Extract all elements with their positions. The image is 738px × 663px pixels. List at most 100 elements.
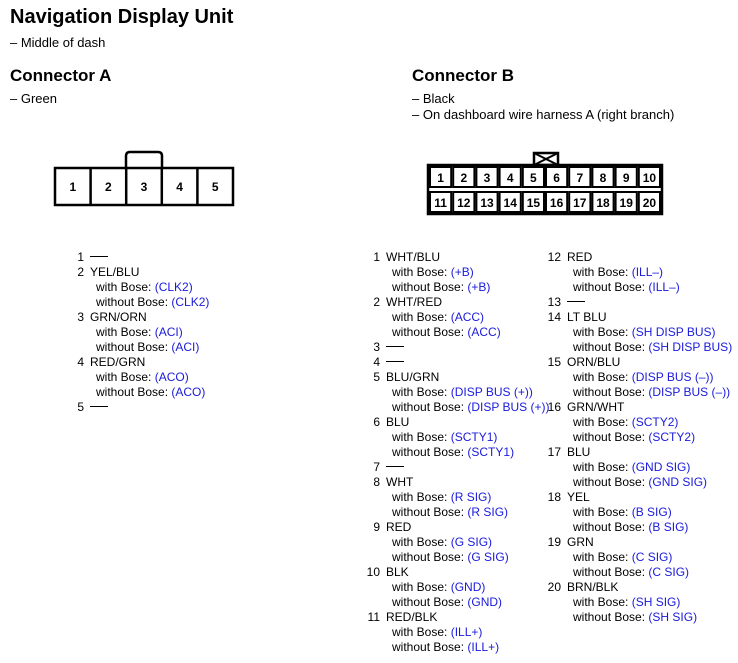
pin-number: 3	[77, 310, 84, 324]
signal-name: (ILL–)	[631, 265, 664, 279]
connector-b-cell	[498, 191, 522, 213]
unused-pin-dash	[386, 466, 404, 468]
signal-name: (SH SIG)	[631, 595, 681, 609]
signal-name: (CLK2)	[154, 280, 193, 294]
bose-variant-label: with Bose:	[96, 370, 152, 384]
signal-name: (ACC)	[467, 325, 501, 339]
signal-name: (DISP BUS (+))	[467, 400, 550, 414]
signal-name: (DISP BUS (–))	[648, 385, 731, 399]
page-title: Navigation Display Unit	[10, 6, 234, 28]
connector-b-cell	[545, 191, 569, 213]
wire-color: BLU/GRN	[386, 370, 440, 384]
connector-b-cell	[521, 166, 546, 188]
signal-name: (SCTY1)	[450, 430, 498, 444]
bose-variant-label: with Bose:	[573, 325, 629, 339]
connector-b-pin: 19	[620, 196, 634, 210]
bose-variant-label: with Bose:	[392, 490, 448, 504]
connector-b-cell	[475, 191, 499, 213]
bose-variant-label: with Bose:	[392, 265, 448, 279]
pin-number: 5	[77, 400, 84, 414]
connector-b-pin: 14	[504, 196, 518, 210]
bose-variant-label: with Bose:	[573, 265, 629, 279]
pin-number: 10	[366, 565, 380, 579]
wire-color: RED	[386, 520, 412, 534]
connector-b-pin: 13	[480, 196, 494, 210]
wire-color: YEL/BLU	[90, 265, 140, 279]
pin-number: 5	[373, 370, 380, 384]
bose-variant-label: with Bose:	[392, 310, 448, 324]
pin-entry: 7	[358, 460, 550, 475]
bose-variant-label: with Bose:	[573, 370, 629, 384]
bose-variant-label: with Bose:	[573, 505, 629, 519]
bose-variant-label: with Bose:	[392, 580, 448, 594]
connector-b-pin: 7	[576, 171, 583, 185]
signal-name: (G SIG)	[467, 550, 509, 564]
connector-b-pin: 9	[623, 171, 630, 185]
wire-color: BLU	[567, 445, 591, 459]
bose-variant-label: with Bose:	[96, 280, 152, 294]
wire-color: GRN	[567, 535, 594, 549]
connector-b-pin: 16	[550, 196, 564, 210]
signal-name: (C SIG)	[648, 565, 690, 579]
wire-color: BLK	[386, 565, 409, 579]
connector-b-pin: 5	[530, 171, 537, 185]
connector-b-cell	[568, 191, 592, 213]
pin-entry: 4	[358, 355, 550, 370]
signal-name: (ACO)	[171, 385, 206, 399]
bose-variant-label: without Bose:	[392, 505, 465, 519]
page-subtitle: – Middle of dash	[10, 35, 106, 50]
connector-b-cell	[614, 191, 638, 213]
pin-entry: 5	[62, 400, 209, 415]
signal-name: (SCTY2)	[648, 430, 696, 444]
connector-b-cell	[637, 166, 662, 188]
connector-b-cell	[452, 166, 476, 188]
signal-name: (ACI)	[171, 340, 200, 354]
bose-variant-label: without Bose:	[392, 640, 465, 654]
bose-variant-label: without Bose:	[392, 445, 465, 459]
bose-variant-label: with Bose:	[573, 550, 629, 564]
pin-number: 14	[547, 310, 561, 324]
wire-color: BLU	[386, 415, 410, 429]
bose-variant-label: without Bose:	[573, 385, 646, 399]
pin-number: 7	[373, 460, 380, 474]
wire-color: WHT/RED	[386, 295, 442, 309]
signal-name: (GND SIG)	[631, 460, 691, 474]
bose-variant-label: without Bose:	[573, 340, 646, 354]
signal-name: (ILL–)	[648, 280, 680, 294]
wire-color: LT BLU	[567, 310, 607, 324]
bose-variant-label: with Bose:	[392, 385, 448, 399]
signal-name: (DISP BUS (–))	[631, 370, 714, 384]
connector-b-pin: 17	[573, 196, 587, 210]
signal-name: (GND)	[450, 580, 486, 594]
connector-b-pin: 15	[527, 196, 541, 210]
signal-name: (SH SIG)	[648, 610, 698, 624]
wire-color: RED/BLK	[386, 610, 438, 624]
signal-name: (GND SIG)	[648, 475, 708, 489]
bose-variant-label: without Bose:	[392, 550, 465, 564]
pin-number: 17	[547, 445, 561, 459]
bose-variant-label: without Bose:	[392, 280, 465, 294]
unused-pin-dash	[90, 406, 108, 408]
signal-name: (+B)	[450, 265, 474, 279]
bose-variant-label: without Bose:	[96, 385, 169, 399]
wire-color: RED	[567, 250, 593, 264]
connector-b-cell	[429, 191, 453, 213]
bose-variant-label: with Bose:	[573, 460, 629, 474]
signal-name: (C SIG)	[631, 550, 673, 564]
signal-name: (ACI)	[154, 325, 183, 339]
pin-number: 3	[373, 340, 380, 354]
connector-b-note: – Black	[412, 91, 455, 106]
bose-variant-label: without Bose:	[392, 400, 465, 414]
connector-a-note: – Green	[10, 91, 57, 106]
connector-b-pin: 6	[553, 171, 560, 185]
